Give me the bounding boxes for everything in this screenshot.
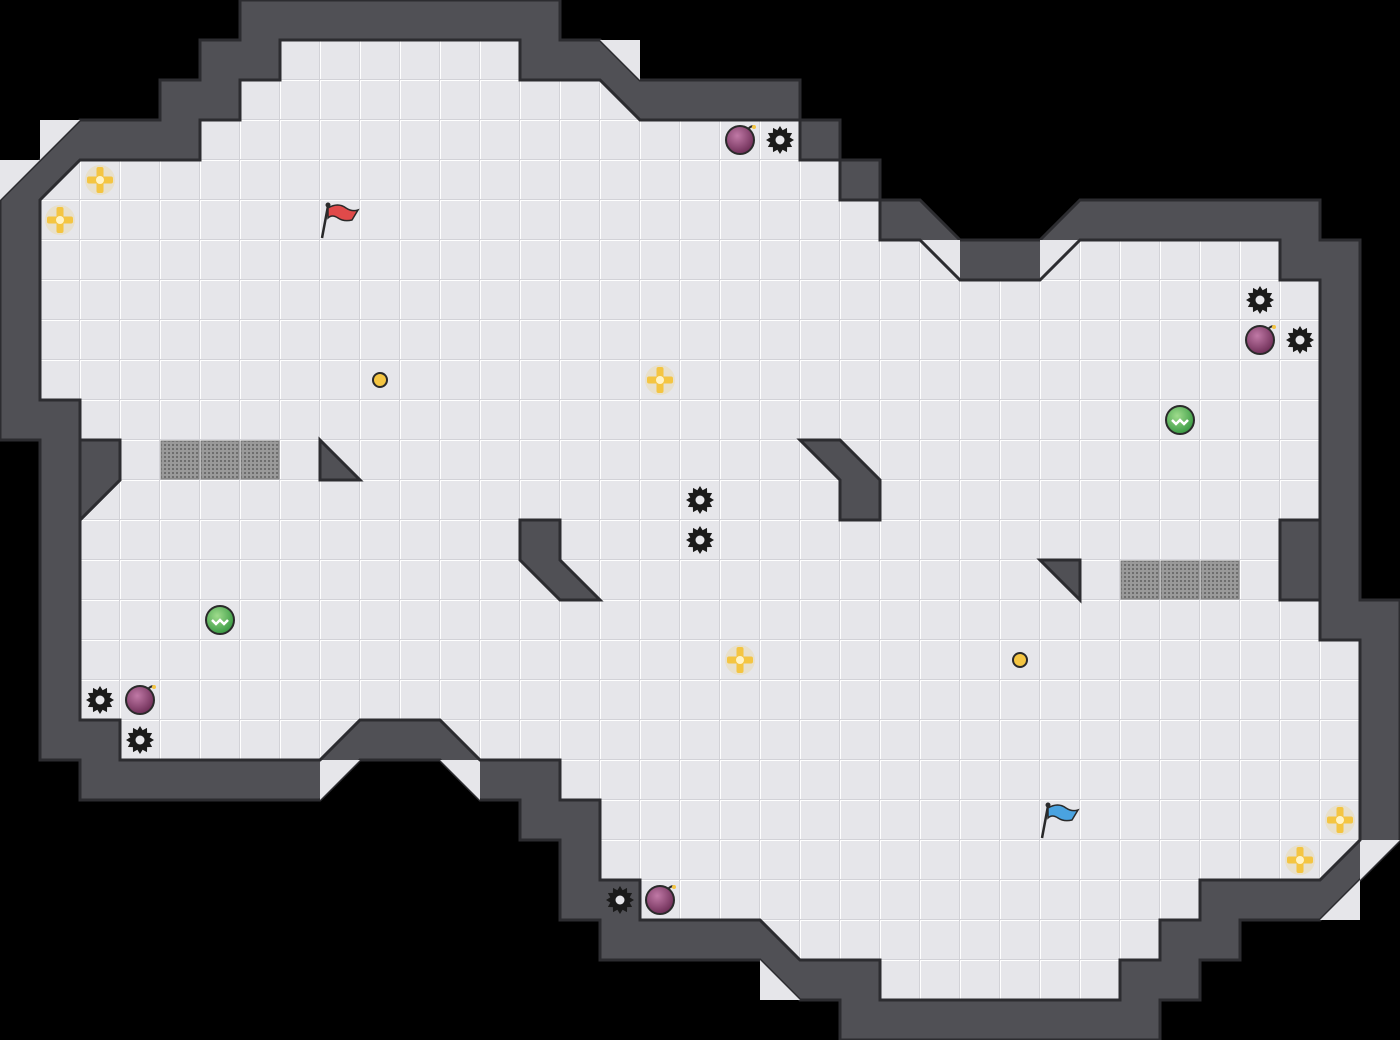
bomb-icon <box>125 685 156 715</box>
corner-accent <box>440 760 480 800</box>
floor-area <box>38 38 1362 1002</box>
corner-accent <box>40 120 80 160</box>
gate-tile <box>200 440 240 480</box>
corner-accent <box>320 760 360 800</box>
bomb-icon <box>725 125 756 155</box>
diagonal-wall <box>1036 558 1082 604</box>
flag-icon <box>320 202 360 239</box>
gate-tile <box>240 440 280 480</box>
corner-accent <box>760 960 800 1000</box>
powerup-icon <box>1285 845 1315 875</box>
diagonal-wall <box>796 438 882 522</box>
powerup-icon <box>725 645 755 675</box>
interior-obstacles <box>78 436 1322 604</box>
spike-icon <box>86 686 114 714</box>
wall-block-left <box>78 438 122 524</box>
wall-block-right <box>1278 518 1322 602</box>
spike-icon <box>686 526 714 554</box>
neutral-gates <box>160 440 1240 600</box>
powerup-icon <box>45 205 75 235</box>
corner-accent <box>1360 840 1400 880</box>
gate-tile <box>1120 560 1160 600</box>
spike-icon <box>766 126 794 154</box>
diagonal-wall <box>518 518 604 602</box>
button-icon <box>1012 652 1028 668</box>
boost-icon <box>1165 405 1195 435</box>
powerup-icon <box>85 165 115 195</box>
gate-tile <box>1200 560 1240 600</box>
corner-accent <box>1320 880 1360 920</box>
button-icon <box>372 372 388 388</box>
corner-accent <box>0 160 40 200</box>
spike-icon <box>686 486 714 514</box>
diagonal-wall <box>318 436 364 482</box>
bomb-icon <box>645 885 676 915</box>
powerup-icon <box>1325 805 1355 835</box>
powerup-icon <box>645 365 675 395</box>
bomb-icon <box>1245 325 1276 355</box>
gate-tile <box>1160 560 1200 600</box>
corner-accent <box>600 40 640 80</box>
spike-icon <box>606 886 634 914</box>
boost-icon <box>205 605 235 635</box>
map-items <box>45 125 1355 915</box>
flag-icon <box>1040 802 1080 839</box>
arena-floor <box>38 38 1362 1002</box>
spike-icon <box>1246 286 1274 314</box>
gate-tile <box>160 440 200 480</box>
spike-icon <box>126 726 154 754</box>
spike-icon <box>1286 326 1314 354</box>
